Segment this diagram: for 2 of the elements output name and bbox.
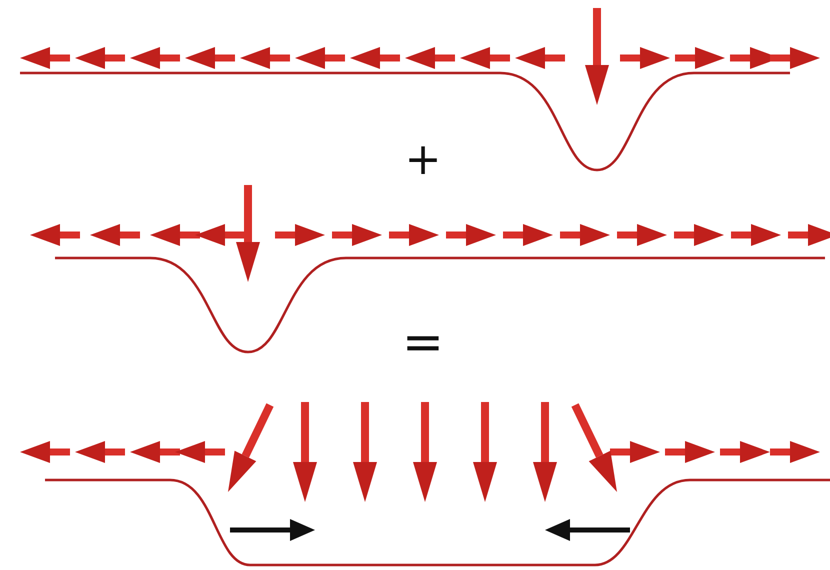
operator-symbol: =	[402, 317, 444, 367]
operator-symbol: +	[404, 138, 442, 182]
